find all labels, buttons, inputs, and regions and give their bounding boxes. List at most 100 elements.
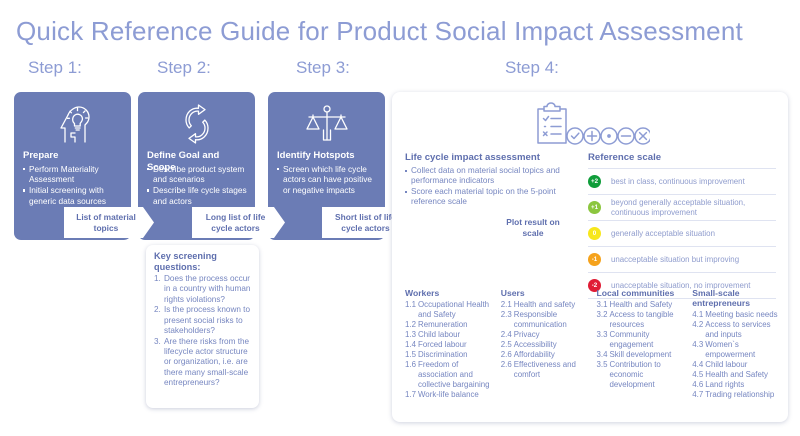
item-number: 3. [154, 336, 161, 346]
kq-title-line1: Key screening [154, 251, 217, 261]
item-number: 1. [154, 274, 161, 283]
item-number: 1.1 [405, 300, 416, 309]
item-number: 1.2 [405, 320, 416, 329]
item-text: Discrimination [418, 350, 468, 360]
step-2-label: Step 2: [157, 58, 211, 77]
item-text: Effectiveness and comfort [513, 360, 576, 380]
list-item: Score each material topic on the 5-point… [405, 187, 580, 208]
item-text: Is the process known to present social r… [164, 305, 251, 335]
step-2-list: Describe product system and scenarios De… [147, 164, 250, 207]
item-number: 4.6 [692, 380, 704, 390]
scale-badge-minus2: -2 [588, 279, 601, 292]
list-item: Collect data on material social topics a… [405, 166, 580, 187]
item-text: Child labour [418, 330, 461, 340]
reference-scale-heading: Reference scale [588, 152, 662, 163]
item-number: 3.3 [596, 330, 608, 340]
item-number: 3.4 [596, 350, 608, 360]
item-number: 4.7 [692, 390, 704, 400]
category-title: Local communities [596, 288, 675, 298]
item-text: Access to services and inputs [705, 320, 771, 339]
step-4-card: Life cycle impact assessment Collect dat… [392, 92, 788, 422]
category-title: Small-scale entrepreneurs [692, 288, 751, 308]
reference-scale-row: 0 generally acceptable situation [588, 220, 776, 246]
item-text: Women`s empowerment [705, 340, 756, 359]
item-text: Health and Safety [609, 300, 673, 309]
item-text: Does the process occur in a country with… [164, 274, 251, 304]
kq-title-line2: questions [154, 262, 198, 272]
item-number: 1.3 [405, 330, 416, 340]
scale-row-text: best in class, continuous improvement [611, 176, 745, 186]
scale-badge-zero: 0 [588, 227, 601, 240]
item-number: 4.3 [692, 340, 704, 350]
key-screening-questions-title: Key screening questions: [154, 251, 253, 273]
item-text: Community engagement [609, 330, 654, 349]
item-text: Land rights [705, 380, 745, 390]
item-number: 4.2 [692, 320, 704, 330]
step-3-label: Step 3: [296, 58, 350, 77]
item-number: 1.7 [405, 390, 416, 400]
item-text: Health and safety [513, 300, 576, 309]
reference-scale-row: +2 best in class, continuous improvement [588, 168, 776, 194]
lcia-list: Collect data on material social topics a… [405, 166, 580, 208]
step-3-list: Screen which life cycle actors can have … [277, 164, 380, 196]
life-cycle-impact-assessment-block: Life cycle impact assessment Collect dat… [405, 152, 580, 208]
list-item: 2. Is the process known to present socia… [154, 305, 253, 336]
item-number: 2. [154, 305, 161, 315]
scale-row-text: generally acceptable situation [611, 228, 715, 238]
list-item: 3. Are there risks from the lifecycle ac… [154, 337, 253, 388]
list-item: Describe life cycle stages and actors [147, 185, 250, 206]
category-title: Users [500, 288, 525, 298]
item-number: 2.5 [500, 340, 512, 350]
item-text: Work-life balance [418, 390, 479, 400]
scale-badge-plus2: +2 [588, 175, 601, 188]
item-text: Are there risks from the lifecycle actor… [164, 336, 250, 387]
list-item: Screen which life cycle actors can have … [277, 164, 380, 195]
item-text: Occupational Health and Safety [418, 300, 490, 319]
callout-step-1-output: List of material topics [64, 207, 154, 238]
item-number: 1.5 [405, 350, 416, 360]
list-item: Describe product system and scenarios [147, 164, 250, 185]
step-1-heading: Prepare [23, 150, 59, 161]
item-number: 2.1 [500, 300, 512, 309]
item-number: 3.1 [596, 300, 608, 309]
reference-scale-row: -2 unacceptable situation, no improvemen… [588, 272, 776, 299]
kq-title-colon: : [197, 262, 201, 272]
item-text: Health and Safety [705, 370, 768, 380]
reference-scale-rows: +2 best in class, continuous improvement… [588, 168, 776, 299]
item-number: 4.5 [692, 370, 704, 380]
item-text: Trading relationship [705, 390, 775, 400]
item-text: Affordability [513, 350, 555, 360]
item-text: Freedom of association and collective ba… [418, 360, 490, 390]
item-text: Remuneration [418, 320, 468, 329]
item-text: Skill development [609, 350, 672, 360]
scale-badge-plus1: +1 [588, 201, 601, 214]
lcia-heading: Life cycle impact assessment [405, 152, 540, 163]
reference-scale-block: Reference scale +2 best in class, contin… [588, 152, 776, 299]
list-item: Perform Materiality Assessment [23, 164, 126, 185]
key-screening-questions-list: 1. Does the process occur in a country w… [154, 274, 253, 388]
